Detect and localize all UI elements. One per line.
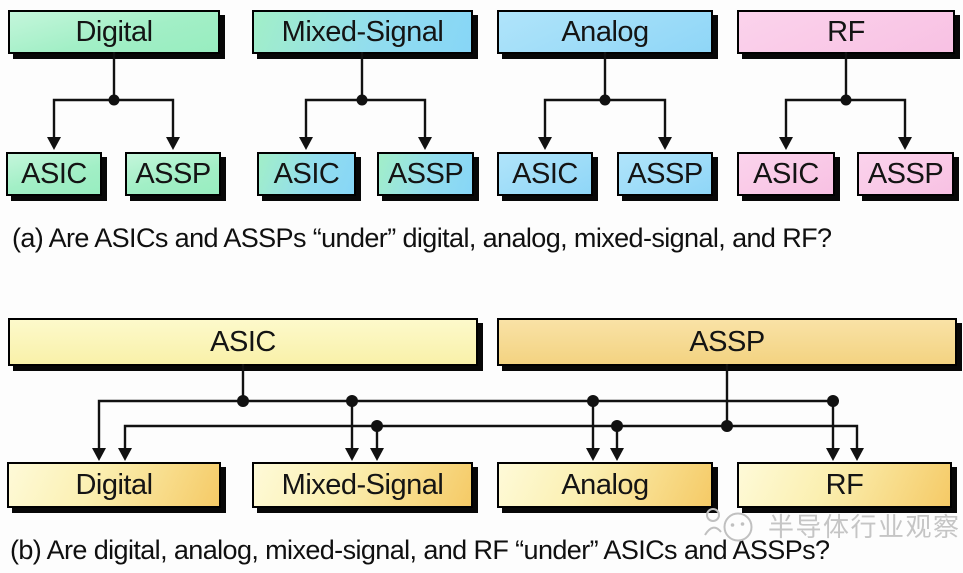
box-a-parent-digital: Digital (8, 10, 220, 54)
bus-b-assp (123, 364, 859, 448)
box-b-parent-assp: ASSP (497, 318, 957, 366)
box-b-parent-asic: ASIC (8, 318, 478, 366)
box-a-analog-assp: ASSP (617, 152, 713, 196)
box-a-rf-asic: ASIC (737, 152, 835, 196)
box-a-parent-analog: Analog (497, 10, 713, 54)
box-a-digital-assp: ASSP (125, 152, 221, 196)
box-a-mixed-signal-assp: ASSP (377, 152, 474, 196)
box-b-child-analog: Analog (497, 462, 713, 508)
tree-a-digital (52, 52, 175, 139)
box-a-rf-assp: ASSP (857, 152, 954, 196)
tree-a-rf (784, 52, 907, 139)
box-b-child-digital: Digital (7, 462, 221, 508)
box-b-child-rf: RF (737, 462, 952, 508)
tree-a-analog (543, 52, 667, 139)
box-a-parent-mixed-signal: Mixed-Signal (252, 10, 473, 54)
caption-a: (a) Are ASICs and ASSPs “under” digital,… (12, 223, 832, 253)
tree-a-mixed-signal (304, 52, 427, 139)
junction-dots (108, 94, 852, 432)
box-a-digital-asic: ASIC (6, 152, 102, 196)
box-b-child-mixed-signal: Mixed-Signal (252, 462, 473, 508)
bus-b-asic (97, 364, 835, 448)
box-a-analog-asic: ASIC (497, 152, 593, 196)
box-a-parent-rf: RF (737, 10, 955, 54)
box-a-mixed-signal-asic: ASIC (257, 152, 356, 196)
caption-b: (b) Are digital, analog, mixed-signal, a… (10, 535, 830, 565)
